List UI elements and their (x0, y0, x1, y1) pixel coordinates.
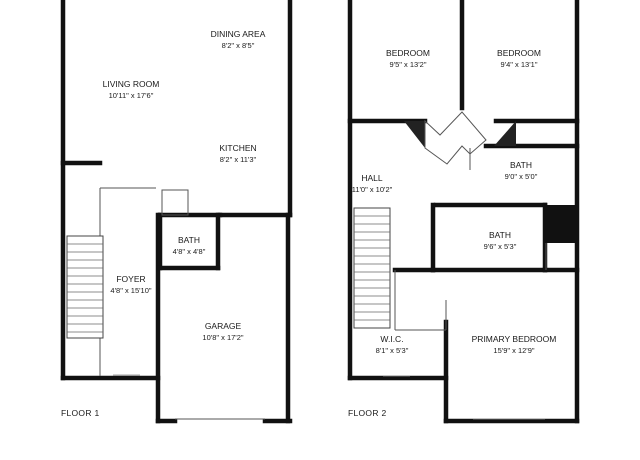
room-name-bedroom-1: BEDROOM (386, 48, 430, 58)
floor-1-plan: DINING AREA 8'2" x 8'5" LIVING ROOM 10'1… (60, 0, 293, 424)
room-name-bath-floor-2-lower: BATH (489, 230, 511, 240)
floor-2-stairs (353, 207, 391, 329)
room-dims-bath-floor-2-upper: 9'0" x 5'0" (505, 172, 538, 181)
room-name-primary-bedroom: PRIMARY BEDROOM (472, 334, 557, 344)
floor-2-label: FLOOR 2 (348, 408, 386, 418)
room-name-bath-floor-1: BATH (178, 235, 200, 245)
room-name-bath-floor-2-upper: BATH (510, 160, 532, 170)
floor-1-walls (60, 0, 293, 424)
room-dims-living-room: 10'11" x 17'6" (109, 91, 154, 100)
room-dims-bath-floor-1: 4'8" x 4'8" (173, 247, 206, 256)
room-dims-foyer: 4'8" x 15'10" (110, 286, 151, 295)
room-dims-primary-bedroom: 15'9" x 12'9" (493, 346, 534, 355)
room-dims-wic: 8'1" x 5'3" (376, 346, 409, 355)
room-name-hall: HALL (361, 173, 383, 183)
room-dims-bedroom-2: 9'4" x 13'1" (501, 60, 538, 69)
room-dims-dining-area: 8'2" x 8'5" (222, 41, 255, 50)
room-name-bedroom-2: BEDROOM (497, 48, 541, 58)
floor-2-closets (404, 111, 575, 243)
floor-1-stairs (66, 235, 104, 339)
floor-2-partitions (383, 148, 547, 420)
floor-2-plan: BEDROOM 9'5" x 13'2" BEDROOM 9'4" x 13'1… (347, 0, 580, 424)
room-dims-garage: 10'8" x 17'2" (202, 333, 243, 342)
room-name-living-room: LIVING ROOM (103, 79, 160, 89)
floor-1-label: FLOOR 1 (61, 408, 99, 418)
floor-1-partitions (99, 187, 265, 420)
room-dims-kitchen: 8'2" x 11'3" (220, 155, 257, 164)
room-dims-bedroom-1: 9'5" x 13'2" (390, 60, 427, 69)
room-dims-bath-floor-2-lower: 9'6" x 5'3" (484, 242, 517, 251)
room-name-kitchen: KITCHEN (219, 143, 256, 153)
room-name-dining-area: DINING AREA (211, 29, 266, 39)
room-name-garage: GARAGE (205, 321, 242, 331)
room-dims-hall: 11'0" x 10'2" (352, 185, 393, 194)
room-name-wic: W.I.C. (380, 334, 403, 344)
room-name-foyer: FOYER (116, 274, 145, 284)
